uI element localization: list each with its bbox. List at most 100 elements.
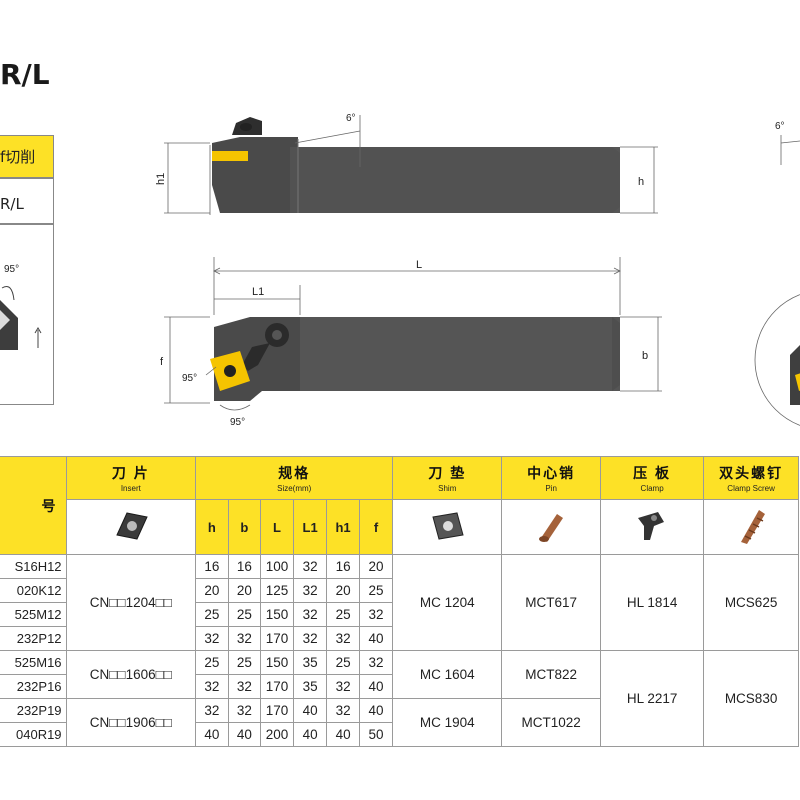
h-label: h bbox=[638, 176, 644, 188]
size-cell: 25 bbox=[195, 602, 229, 627]
size-cell: 32 bbox=[292, 554, 328, 579]
left-diagram-box bbox=[0, 223, 54, 405]
size-cell: 40 bbox=[292, 698, 328, 723]
size-cell: 32 bbox=[195, 674, 229, 699]
size-cell: 20 bbox=[227, 578, 262, 603]
left-label-2: R/L bbox=[0, 195, 24, 213]
insert-image bbox=[116, 511, 148, 540]
size-cell: 20 bbox=[326, 578, 360, 603]
pin-cell: MCT822 bbox=[501, 650, 602, 699]
left-angle-label: 95° bbox=[4, 264, 19, 275]
size-cell: 40 bbox=[227, 722, 262, 747]
size-cell: 35 bbox=[292, 650, 328, 675]
insert-cell: CN□□1204□□ bbox=[65, 554, 197, 651]
size-cell: 40 bbox=[358, 698, 394, 723]
size-cell: 40 bbox=[195, 722, 229, 747]
screw-cell: MCS625 bbox=[703, 554, 799, 651]
model-cell: 232P16 bbox=[0, 674, 67, 699]
size-cell: 40 bbox=[326, 722, 360, 747]
size-cell: 20 bbox=[358, 554, 394, 579]
f-label: f bbox=[160, 356, 164, 368]
insert-cell: CN□□1606□□ bbox=[65, 650, 197, 699]
h1-label: h1 bbox=[155, 173, 167, 185]
left-tool-fragment: 95° bbox=[0, 264, 42, 350]
size-col-b: b bbox=[227, 499, 262, 555]
clamp-cell: HL 1814 bbox=[600, 554, 705, 651]
b-label: b bbox=[642, 350, 648, 362]
left-label-box-1 bbox=[0, 135, 54, 179]
size-cell: 170 bbox=[260, 674, 294, 699]
model-header: 号 bbox=[0, 456, 67, 555]
left-label-box-2 bbox=[0, 177, 54, 225]
size-cell: 100 bbox=[260, 554, 294, 579]
size-cell: 170 bbox=[260, 698, 294, 723]
size-cell: 170 bbox=[260, 626, 294, 651]
size-cell: 40 bbox=[358, 626, 394, 651]
size-cell: 25 bbox=[195, 650, 229, 675]
size-cell: 150 bbox=[260, 650, 294, 675]
pin-image bbox=[539, 513, 564, 542]
size-cell: 150 bbox=[260, 602, 294, 627]
shim-cell: MC 1204 bbox=[392, 554, 503, 651]
size-cell: 32 bbox=[227, 698, 262, 723]
size-cell: 20 bbox=[195, 578, 229, 603]
size-col-f: f bbox=[358, 499, 394, 555]
model-cell: 232P12 bbox=[0, 626, 67, 651]
size-cell: 32 bbox=[227, 626, 262, 651]
size-cell: 25 bbox=[227, 602, 262, 627]
size-col-h1: h1 bbox=[326, 499, 360, 555]
right-angle-label: 6° bbox=[775, 121, 785, 132]
model-cell: 525M16 bbox=[0, 650, 67, 675]
size-col-L: L bbox=[260, 499, 294, 555]
size-cell: 32 bbox=[358, 650, 394, 675]
L-label: L bbox=[416, 259, 422, 271]
size-cell: 32 bbox=[292, 578, 328, 603]
model-cell: 232P19 bbox=[0, 698, 67, 723]
insert-image-cell bbox=[65, 499, 197, 555]
size-cell: 32 bbox=[326, 698, 360, 723]
pin-cell: MCT1022 bbox=[501, 698, 602, 747]
size-cell: 25 bbox=[358, 578, 394, 603]
angle-95-left: 95° bbox=[182, 373, 197, 384]
angle-95-bottom: 95° bbox=[230, 417, 245, 428]
size-cell: 40 bbox=[292, 722, 328, 747]
size-cell: 125 bbox=[260, 578, 294, 603]
size-cell: 40 bbox=[358, 674, 394, 699]
screw-cell: MCS830 bbox=[703, 650, 799, 747]
size-cell: 32 bbox=[358, 602, 394, 627]
size-cell: 32 bbox=[195, 626, 229, 651]
page-title: R/L bbox=[0, 58, 50, 91]
shim-image-cell bbox=[392, 499, 503, 555]
size-cell: 25 bbox=[326, 602, 360, 627]
size-col-L1: L1 bbox=[292, 499, 328, 555]
pin-cell: MCT617 bbox=[501, 554, 602, 651]
size-cell: 200 bbox=[260, 722, 294, 747]
size-cell: 32 bbox=[292, 602, 328, 627]
left-label-1: f切削 bbox=[0, 148, 36, 166]
size-cell: 25 bbox=[227, 650, 262, 675]
size-cell: 35 bbox=[292, 674, 328, 699]
model-cell: 020K12 bbox=[0, 578, 67, 603]
size-cell: 32 bbox=[227, 674, 262, 699]
shim-image bbox=[432, 511, 464, 540]
size-cell: 16 bbox=[227, 554, 262, 579]
right-detail-drawing: 6° bbox=[754, 121, 800, 426]
size-col-h: h bbox=[195, 499, 229, 555]
shim-cell: MC 1904 bbox=[392, 698, 503, 747]
size-cell: 50 bbox=[358, 722, 394, 747]
side-view-drawing: h1 6° h bbox=[155, 113, 658, 215]
model-cell: 525M12 bbox=[0, 602, 67, 627]
model-cell: 040R19 bbox=[0, 722, 67, 747]
pin-image-cell bbox=[501, 499, 602, 555]
side-angle-label: 6° bbox=[346, 113, 356, 124]
clamp-cell: HL 2217 bbox=[600, 650, 705, 747]
screw-image bbox=[741, 509, 766, 544]
size-cell: 16 bbox=[195, 554, 229, 579]
top-view-drawing: L L1 f 95° 95° b bbox=[160, 257, 662, 428]
size-cell: 32 bbox=[292, 626, 328, 651]
